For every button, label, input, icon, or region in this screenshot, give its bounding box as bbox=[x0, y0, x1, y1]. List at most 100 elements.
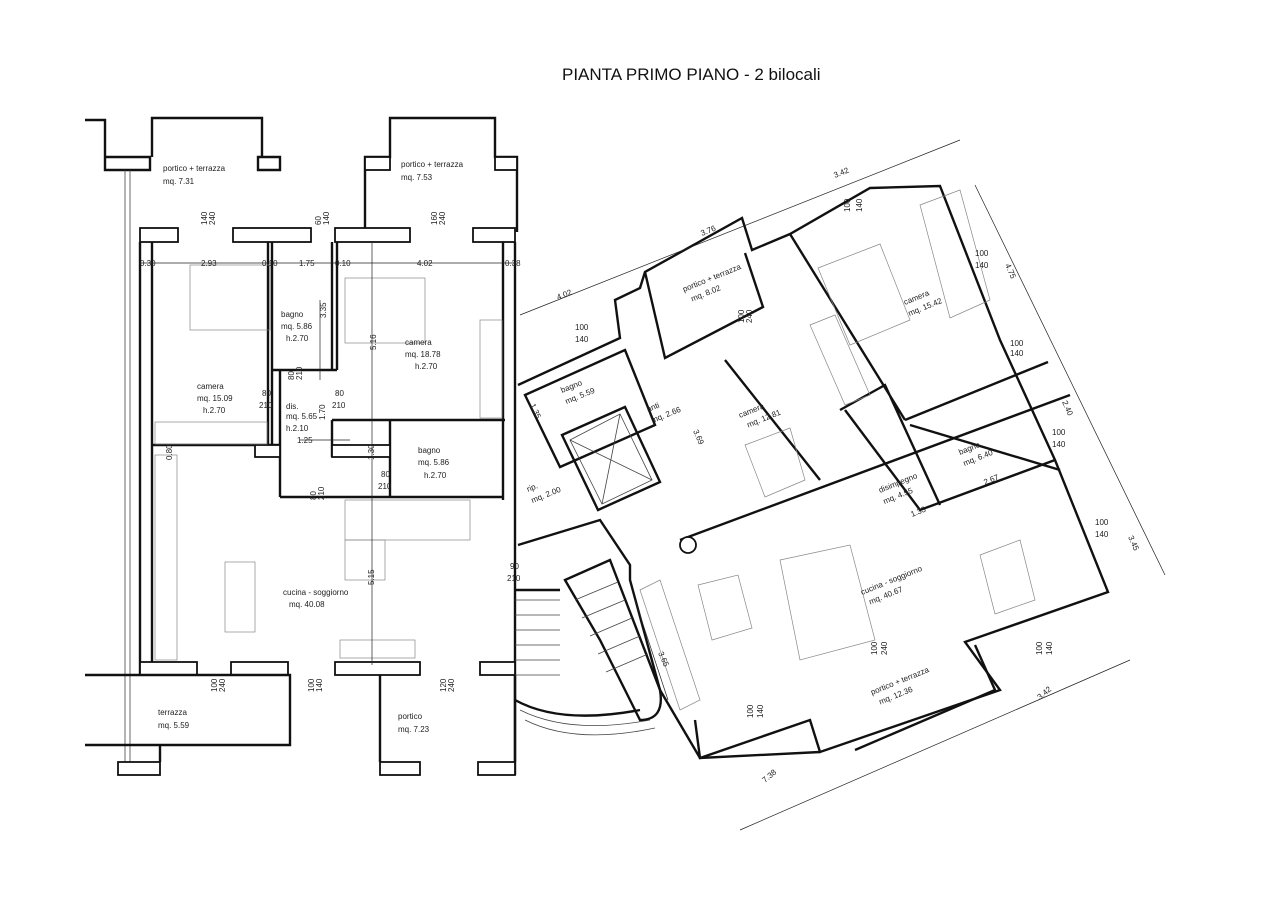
svg-text:bagno: bagno bbox=[281, 310, 304, 319]
room-label-terrazza: terrazza mq. 5.59 bbox=[158, 708, 190, 730]
svg-text:mq. 5.59: mq. 5.59 bbox=[158, 721, 190, 730]
dimension-label: 0.80 bbox=[165, 444, 174, 460]
svg-text:anti: anti bbox=[645, 401, 661, 414]
svg-text:camera: camera bbox=[405, 338, 432, 347]
svg-text:140: 140 bbox=[322, 211, 331, 225]
svg-text:100: 100 bbox=[575, 323, 589, 332]
dimension-label: 3.35 bbox=[319, 302, 328, 318]
dimension-label: 0.10 bbox=[335, 259, 351, 268]
dimension-label: 4.75 bbox=[1003, 262, 1018, 280]
dimension-label: 1.70 bbox=[318, 404, 327, 420]
kitchen-counter bbox=[154, 454, 178, 661]
svg-text:100: 100 bbox=[870, 641, 879, 655]
dimension-label: 1.25 bbox=[297, 436, 313, 445]
wardrobe bbox=[479, 319, 503, 419]
dimension-label: 3.65 bbox=[656, 650, 671, 668]
elevator-shaft bbox=[560, 405, 662, 512]
wall-segment bbox=[334, 661, 421, 676]
single-bed bbox=[744, 427, 806, 498]
pillar bbox=[494, 156, 518, 171]
svg-text:240: 240 bbox=[438, 211, 447, 225]
svg-text:100: 100 bbox=[746, 704, 755, 718]
svg-text:mq. 7.23: mq. 7.23 bbox=[398, 725, 430, 734]
dimension-lines bbox=[140, 242, 515, 665]
dimension-label: 7.38 bbox=[761, 767, 779, 784]
column bbox=[679, 536, 697, 554]
svg-text:mq. 5.86: mq. 5.86 bbox=[281, 322, 313, 331]
svg-text:140: 140 bbox=[1095, 530, 1109, 539]
svg-text:140: 140 bbox=[200, 211, 209, 225]
dimension-label: 1.75 bbox=[299, 259, 315, 268]
svg-text:240: 240 bbox=[218, 678, 227, 692]
svg-text:rip.: rip. bbox=[525, 481, 539, 494]
svg-text:80: 80 bbox=[381, 470, 390, 479]
interior-walls bbox=[523, 233, 1071, 542]
dimension-label: 2.93 bbox=[201, 259, 217, 268]
wall-segment bbox=[139, 227, 179, 243]
wall-segment bbox=[472, 227, 516, 243]
kitchen-counter bbox=[639, 579, 701, 711]
svg-text:100: 100 bbox=[1052, 428, 1066, 437]
svg-text:mq. 5.65: mq. 5.65 bbox=[286, 412, 318, 421]
svg-text:h.2.70: h.2.70 bbox=[415, 362, 438, 371]
double-bed bbox=[189, 264, 271, 331]
sofa bbox=[779, 544, 876, 661]
dimension-lines bbox=[519, 139, 1166, 831]
dimension-label: 3.42 bbox=[832, 165, 850, 179]
wall-segment bbox=[334, 227, 411, 243]
dimension-label: 3.45 bbox=[1126, 534, 1141, 552]
svg-text:terrazza: terrazza bbox=[158, 708, 187, 717]
bottom-terrace-walls bbox=[85, 673, 517, 762]
svg-text:80: 80 bbox=[335, 389, 344, 398]
svg-text:240: 240 bbox=[447, 678, 456, 692]
svg-text:210: 210 bbox=[378, 482, 392, 491]
svg-text:mq. 7.31: mq. 7.31 bbox=[163, 177, 195, 186]
wall-segment bbox=[232, 227, 312, 243]
svg-text:100: 100 bbox=[1035, 641, 1044, 655]
pillar bbox=[117, 761, 161, 776]
svg-text:140: 140 bbox=[756, 704, 765, 718]
furniture bbox=[639, 189, 1036, 711]
tv-cabinet bbox=[339, 639, 416, 659]
svg-text:portico + terrazza: portico + terrazza bbox=[401, 160, 464, 169]
svg-text:100: 100 bbox=[843, 198, 852, 212]
svg-text:100: 100 bbox=[1010, 339, 1024, 348]
svg-text:140: 140 bbox=[1052, 440, 1066, 449]
svg-text:140: 140 bbox=[1010, 349, 1024, 358]
room-label-ripostiglio: rip.mq. 2.00 bbox=[525, 481, 562, 505]
double-bed bbox=[817, 243, 911, 346]
dimension-label: 0.38 bbox=[505, 259, 521, 268]
sofa-chaise bbox=[344, 539, 386, 581]
interior-walls bbox=[152, 242, 505, 499]
dimension-label: 5.16 bbox=[369, 334, 378, 350]
pillar bbox=[379, 761, 421, 776]
dining-table bbox=[224, 561, 256, 633]
dining-table bbox=[979, 539, 1036, 615]
svg-text:100: 100 bbox=[210, 678, 219, 692]
svg-text:210: 210 bbox=[259, 401, 273, 410]
sofa bbox=[344, 499, 471, 541]
wall-segment bbox=[230, 661, 289, 676]
svg-text:100: 100 bbox=[307, 678, 316, 692]
dimension-label: 1.33 bbox=[909, 504, 927, 518]
svg-text:100: 100 bbox=[737, 309, 746, 323]
